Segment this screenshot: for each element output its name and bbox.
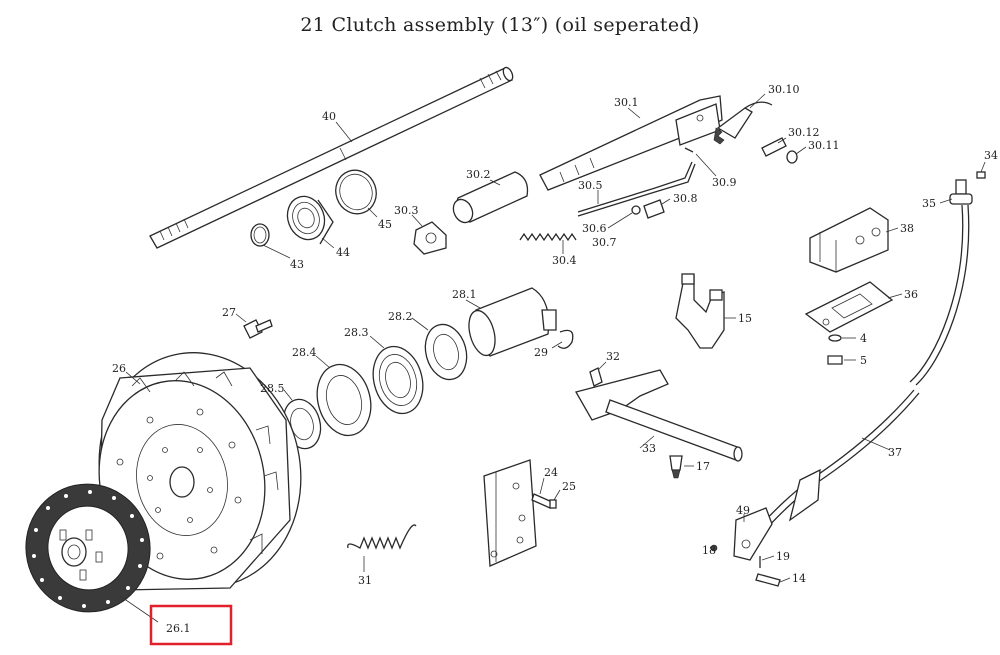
label-34: 34	[984, 149, 998, 162]
part-17-grease-nipple	[669, 455, 683, 479]
part-26-1-clutch-disc	[25, 483, 151, 613]
part-labels: 40 30.1 30.10 30.12 30.11 30.9 30.2 30.5…	[112, 83, 998, 587]
label-30-7: 30.7	[592, 236, 617, 249]
part-30-2-sleeve	[452, 171, 529, 224]
part-33-cross-shaft	[575, 369, 743, 462]
part-15-release-fork	[675, 273, 725, 349]
part-32-grease-nipple	[589, 367, 603, 387]
label-30-1: 30.1	[614, 96, 639, 109]
part-30-10-arm	[713, 101, 773, 145]
label-30-10: 30.10	[768, 83, 800, 96]
label-19: 19	[776, 550, 790, 563]
part-27-bolt	[243, 319, 273, 339]
part-5-nut	[827, 355, 843, 365]
part-25-bolt	[531, 493, 557, 509]
label-36: 36	[904, 288, 918, 301]
label-30-9: 30.9	[712, 176, 737, 189]
label-33: 33	[642, 442, 656, 455]
part-43-circlip	[250, 223, 270, 247]
label-5: 5	[860, 354, 867, 367]
label-18: 18	[702, 544, 716, 557]
label-32: 32	[606, 350, 620, 363]
label-30-6: 30.6	[582, 222, 607, 235]
label-31: 31	[358, 574, 372, 587]
label-40: 40	[322, 110, 336, 123]
part-30-3-bracket	[413, 221, 447, 255]
part-49-clevis	[733, 507, 773, 561]
label-30-8: 30.8	[673, 192, 698, 205]
part-30-8-pin	[643, 199, 665, 219]
part-44-bearing	[286, 195, 334, 245]
part-30-4-spring	[519, 232, 577, 242]
part-30-12-pin	[761, 137, 787, 157]
part-18-nut	[710, 544, 718, 552]
part-45-circlip	[335, 169, 377, 215]
part-37-cable	[759, 204, 970, 531]
label-35: 35	[922, 197, 936, 210]
label-45: 45	[378, 218, 392, 231]
label-26: 26	[112, 362, 126, 375]
label-28-3: 28.3	[344, 326, 369, 339]
label-29: 29	[534, 346, 548, 359]
label-15: 15	[738, 312, 752, 325]
part-24-plate	[483, 459, 537, 567]
part-31-return-spring	[347, 524, 417, 550]
label-49: 49	[736, 504, 750, 517]
label-30-11: 30.11	[808, 139, 840, 152]
label-27: 27	[222, 306, 236, 319]
label-28-1: 28.1	[452, 288, 477, 301]
part-30-11-clip	[786, 150, 798, 164]
part-34-screw	[976, 171, 986, 179]
label-43: 43	[290, 258, 304, 271]
highlight-box	[149, 604, 233, 646]
label-26-1: 26.1	[166, 622, 191, 635]
label-30-12: 30.12	[788, 126, 820, 139]
label-30-2: 30.2	[466, 168, 491, 181]
label-38: 38	[900, 222, 914, 235]
label-28-4: 28.4	[292, 346, 317, 359]
part-28-3-bearing	[372, 345, 424, 415]
label-25: 25	[562, 480, 576, 493]
diagram-title: 21 Clutch assembly (13″) (oil seperated)	[300, 14, 700, 36]
part-14-pin	[755, 573, 781, 587]
part-30-1-lever	[539, 95, 723, 191]
part-28-4-ring	[316, 363, 372, 437]
label-28-5: 28.5	[260, 382, 285, 395]
part-35-fitting	[949, 179, 973, 205]
part-30-9-key	[684, 147, 694, 153]
part-29-spring-clip	[557, 329, 574, 349]
part-4-nut	[828, 334, 842, 342]
part-28-2-bearing-carrier	[424, 323, 468, 381]
part-40-shaft	[149, 66, 514, 249]
part-30-6-washer	[631, 205, 641, 215]
label-30-5: 30.5	[578, 179, 603, 192]
part-28-1-sleeve	[468, 287, 557, 357]
label-30-4: 30.4	[552, 254, 577, 267]
label-17: 17	[696, 460, 710, 473]
label-24: 24	[544, 466, 558, 479]
label-44: 44	[336, 246, 350, 259]
part-38-bracket	[809, 207, 889, 273]
label-37: 37	[888, 446, 902, 459]
part-36-plate	[804, 281, 894, 333]
label-14: 14	[792, 572, 806, 585]
label-4: 4	[860, 332, 867, 345]
label-28-2: 28.2	[388, 310, 413, 323]
label-30-3: 30.3	[394, 204, 419, 217]
part-30-5-rod	[577, 161, 696, 217]
